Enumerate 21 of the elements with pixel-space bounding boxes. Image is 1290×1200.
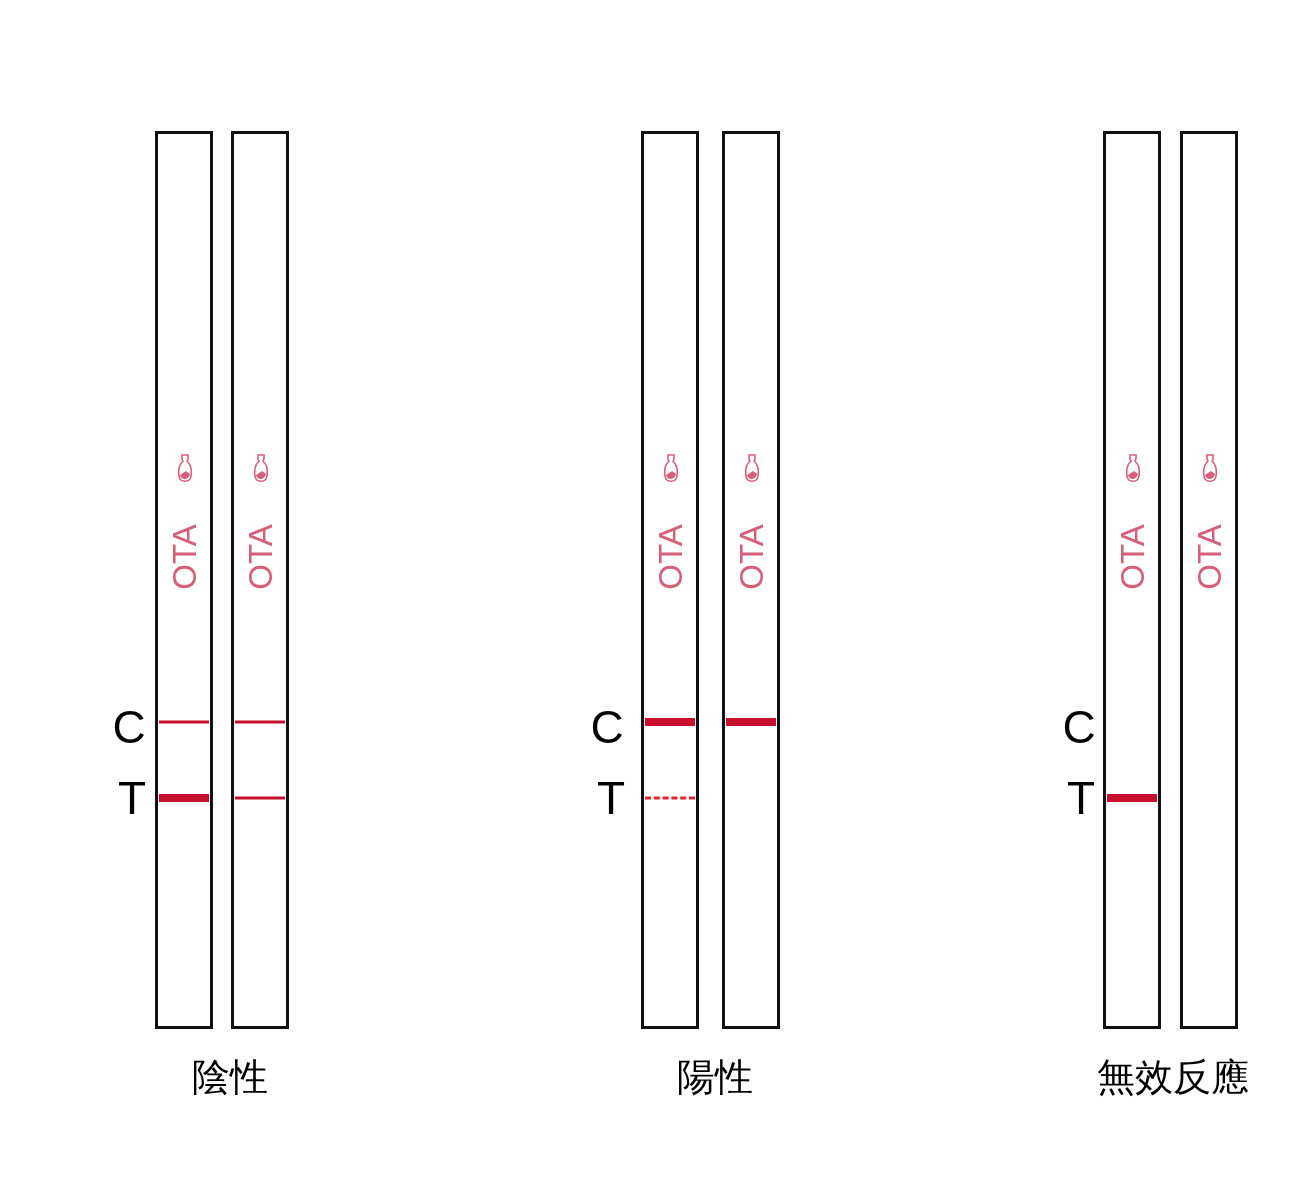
result-caption: 陰性 xyxy=(192,1057,268,1099)
test-strip xyxy=(1103,131,1161,1029)
strip-label: OTA xyxy=(1115,524,1149,590)
result-caption: 陽性 xyxy=(677,1057,753,1099)
test-strip xyxy=(641,131,699,1029)
strip-label: OTA xyxy=(243,524,277,590)
result-caption: 無效反應 xyxy=(1097,1057,1249,1099)
line-marker: C xyxy=(112,704,146,750)
test-strip xyxy=(231,131,289,1029)
line-marker: C xyxy=(590,704,624,750)
strip-label: OTA xyxy=(1192,524,1226,590)
line-marker: T xyxy=(1066,775,1096,821)
strip-label: OTA xyxy=(653,524,687,590)
test-strip xyxy=(155,131,213,1029)
line-marker: C xyxy=(1062,704,1096,750)
strip-label: OTA xyxy=(167,524,201,590)
test-strip xyxy=(1180,131,1238,1029)
line-marker: T xyxy=(596,775,626,821)
strip-label: OTA xyxy=(734,524,768,590)
test-strip xyxy=(722,131,780,1029)
line-marker: T xyxy=(117,775,147,821)
